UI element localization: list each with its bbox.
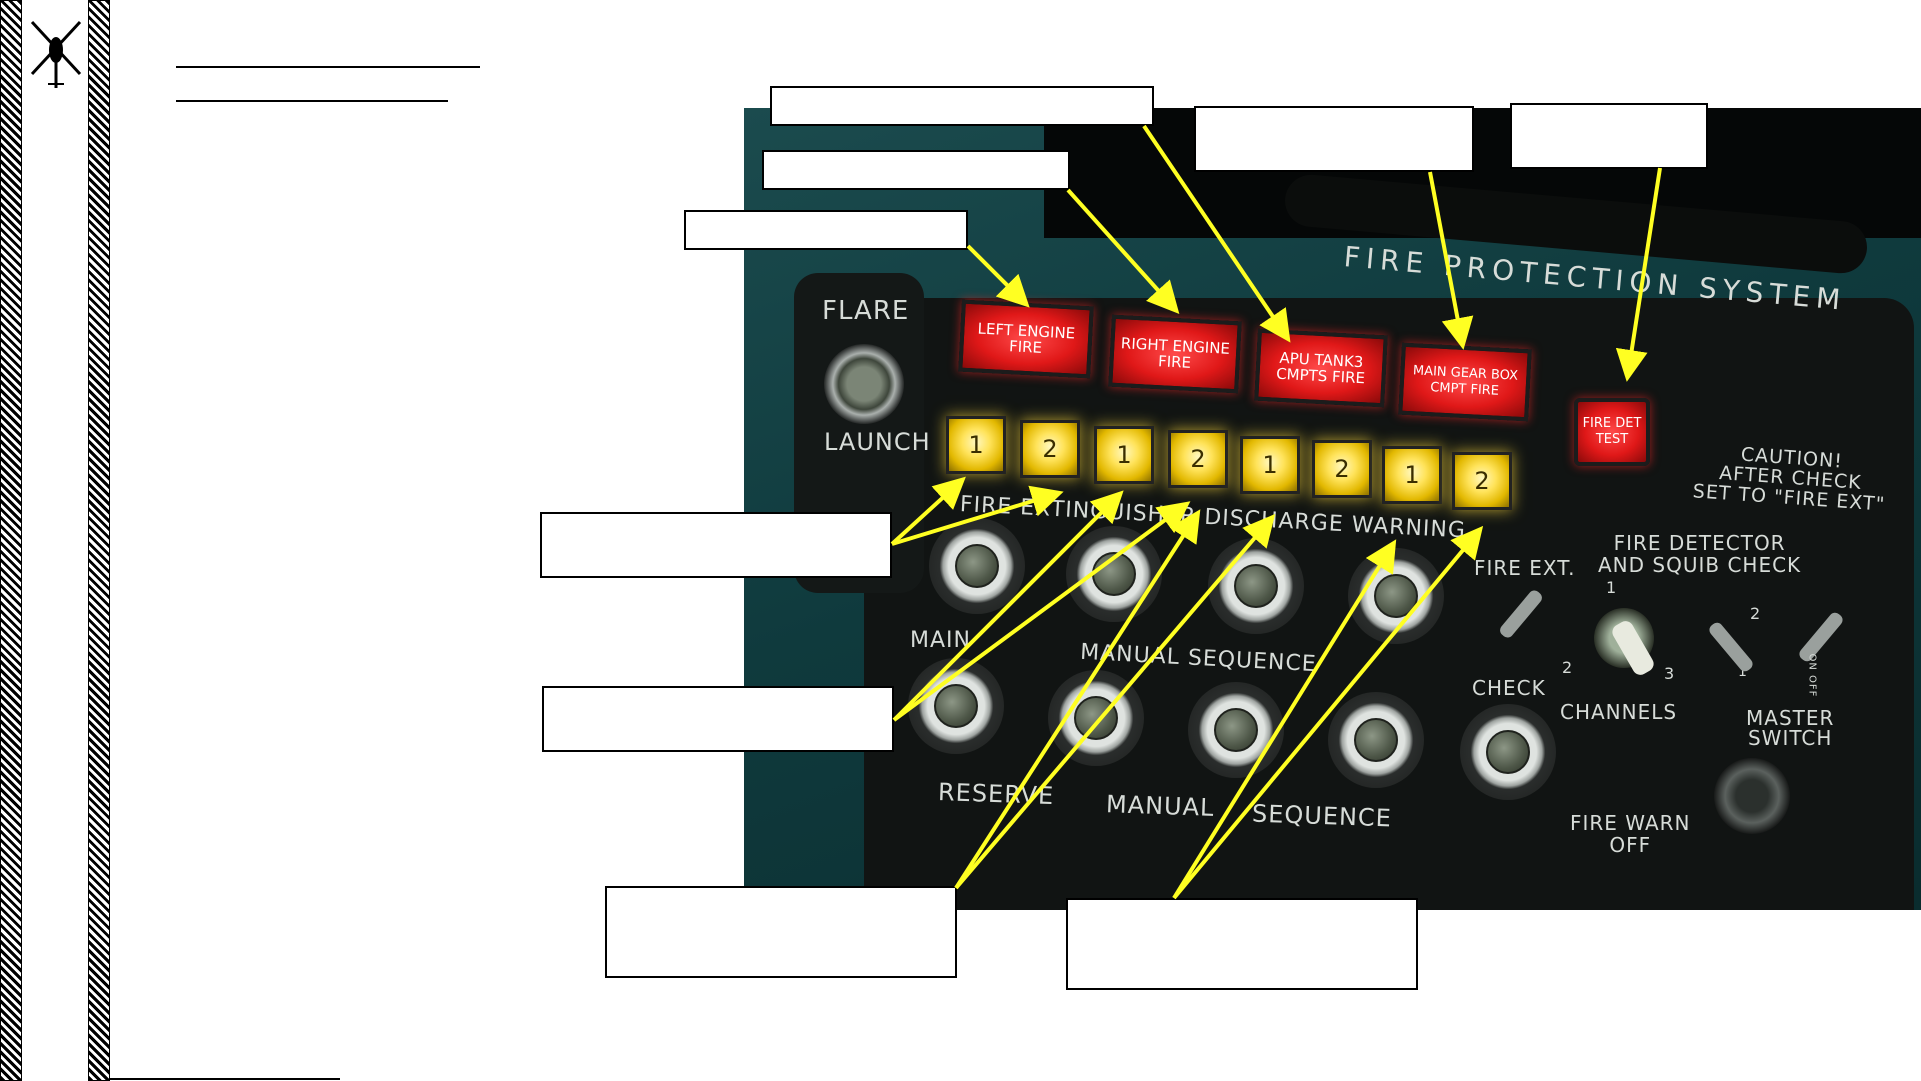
callout-box-main-gearbox-fire <box>1194 106 1474 172</box>
callout-box-apu-squibs <box>605 886 957 978</box>
knob-mark-2: 2 <box>1750 604 1761 623</box>
callout-box-apu-fire <box>770 86 1154 126</box>
fire-det-test-button[interactable]: FIRE DET TEST <box>1574 398 1650 466</box>
caution-label: CAUTION! AFTER CHECK SET TO "FIRE EXT" <box>1692 441 1889 514</box>
master-switch-label: MASTER SWITCH <box>1746 708 1834 748</box>
main-label: MAIN <box>910 628 971 653</box>
callout-box-right-engine-fire <box>762 150 1070 190</box>
callout-box-right-engine-squibs <box>542 686 894 752</box>
selector-mark-1: 1 <box>1606 578 1617 597</box>
squib-light-apu-2: 2 <box>1312 440 1372 498</box>
fire-warn-off-label: FIRE WARN OFF <box>1570 812 1691 856</box>
apu-tank3-fire-light: APU TANK3 CMPTS FIRE <box>1254 329 1388 408</box>
reserve-discharge-button-1[interactable] <box>908 658 1004 754</box>
footer-rule <box>110 1078 340 1080</box>
fire-ext-label: FIRE EXT. <box>1474 556 1575 580</box>
reserve-label: RESERVE <box>938 778 1055 810</box>
flare-launch-button[interactable] <box>824 344 904 424</box>
main-gear-box-fire-light: MAIN GEAR BOX CMPT FIRE <box>1398 343 1532 422</box>
callout-box-fire-det-test <box>1510 103 1708 169</box>
left-hatch-border-outer <box>0 0 22 1081</box>
squib-light-left-1: 1 <box>946 416 1006 474</box>
selector-mark-2: 2 <box>1562 658 1573 677</box>
callout-box-left-engine-squibs <box>540 512 892 578</box>
squib-light-right-2: 2 <box>1168 430 1228 488</box>
right-engine-fire-light: RIGHT ENGINE FIRE <box>1108 315 1242 394</box>
callout-box-left-engine-fire <box>684 210 968 250</box>
fire-warn-off-button[interactable] <box>1714 758 1790 834</box>
sequence-label: SEQUENCE <box>1252 800 1393 833</box>
check-button[interactable] <box>1460 704 1556 800</box>
selector-mark-3: 3 <box>1664 664 1675 683</box>
check-label: CHECK <box>1472 676 1546 700</box>
reserve-discharge-button-2[interactable] <box>1048 670 1144 766</box>
channels-label: CHANNELS <box>1560 700 1677 724</box>
callout-box-gearbox-squibs <box>1066 898 1418 990</box>
left-engine-fire-light: LEFT ENGINE FIRE <box>958 300 1094 379</box>
main-discharge-button-2[interactable] <box>1066 526 1162 622</box>
main-discharge-button-4[interactable] <box>1348 548 1444 644</box>
main-discharge-button-3[interactable] <box>1208 538 1304 634</box>
header-rule-2 <box>176 100 448 102</box>
squib-light-right-1: 1 <box>1094 426 1154 484</box>
manual-label: MANUAL <box>1106 790 1215 822</box>
reserve-discharge-button-3[interactable] <box>1188 682 1284 778</box>
helicopter-icon <box>26 14 86 90</box>
detector-check-label: FIRE DETECTOR AND SQUIB CHECK <box>1598 532 1801 576</box>
squib-light-left-2: 2 <box>1020 420 1080 478</box>
squib-light-gearbox-2: 2 <box>1452 452 1512 510</box>
squib-light-apu-1: 1 <box>1240 436 1300 494</box>
on-off-label: ON OFF <box>1807 654 1818 698</box>
main-discharge-button-1[interactable] <box>929 518 1025 614</box>
launch-label: LAUNCH <box>824 428 931 456</box>
reserve-discharge-button-4[interactable] <box>1328 692 1424 788</box>
header-rule-1 <box>176 66 480 68</box>
squib-light-gearbox-1: 1 <box>1382 446 1442 504</box>
flare-label: FLARE <box>822 296 909 326</box>
left-hatch-border-inner <box>88 0 110 1081</box>
